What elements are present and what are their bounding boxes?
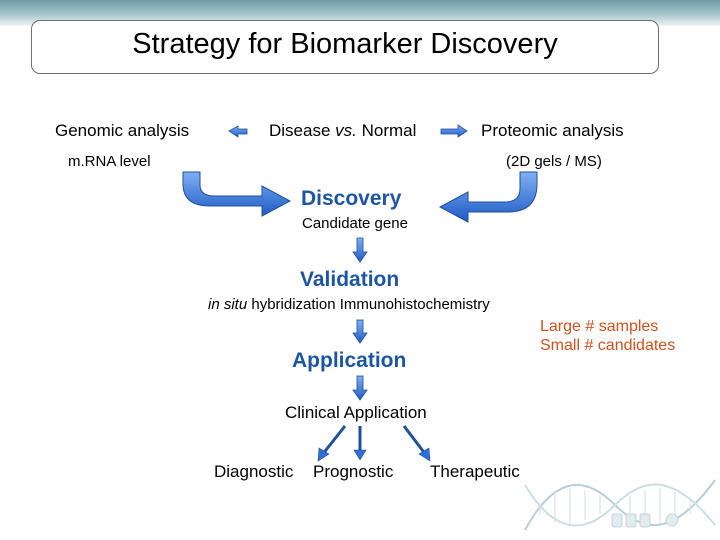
vs-text: vs. xyxy=(335,121,357,140)
arrow-down-clinical xyxy=(352,375,368,401)
genomic-analysis-label: Genomic analysis xyxy=(55,121,190,140)
arrow-line-diagnostic xyxy=(320,425,347,456)
hybridization-text: hybridization Immunohistochemistry xyxy=(247,296,490,313)
arrow-head-prognostic xyxy=(353,449,367,461)
clinical-application-label: Clinical Application xyxy=(285,403,427,422)
sample-note: Large # samples Small # candidates xyxy=(540,317,675,355)
dna-helix-logo xyxy=(524,479,716,531)
candidate-gene-label: Candidate gene xyxy=(302,215,408,232)
arrow-down-application xyxy=(352,319,368,344)
disease-text: Disease xyxy=(269,121,336,140)
arrow-line-therapeutic xyxy=(402,425,428,456)
small-candidates-text: Small # candidates xyxy=(540,337,676,354)
arrow-to-proteomic xyxy=(440,124,468,138)
curved-arrow-right xyxy=(438,171,538,223)
title-frame xyxy=(31,20,659,74)
normal-text: Normal xyxy=(356,121,417,140)
proteomic-analysis-label: Proteomic analysis xyxy=(481,121,624,140)
validation-methods-label: in situ hybridization Immunohistochemist… xyxy=(208,296,490,313)
arrow-to-genomic xyxy=(228,125,248,138)
therapeutic-label: Therapeutic xyxy=(430,462,520,481)
discovery-stage: Discovery xyxy=(301,187,402,210)
arrow-down-validation xyxy=(352,237,368,263)
slide-title: Strategy for Biomarker Discovery xyxy=(132,28,558,60)
validation-stage: Validation xyxy=(300,268,400,291)
arrow-head-diagnostic xyxy=(317,447,330,462)
diagnostic-label: Diagnostic xyxy=(214,462,294,481)
gels-ms-label: (2D gels / MS) xyxy=(506,153,602,170)
prognostic-label: Prognostic xyxy=(313,462,394,481)
arrow-head-therapeutic xyxy=(418,447,431,462)
large-samples-text: Large # samples xyxy=(540,318,659,335)
curved-arrow-left xyxy=(182,171,292,217)
disease-vs-normal-label: Disease vs. Normal xyxy=(269,121,416,141)
application-stage: Application xyxy=(292,349,407,372)
mrna-level-label: m.RNA level xyxy=(68,153,151,170)
in-situ-text: in situ xyxy=(208,296,248,313)
